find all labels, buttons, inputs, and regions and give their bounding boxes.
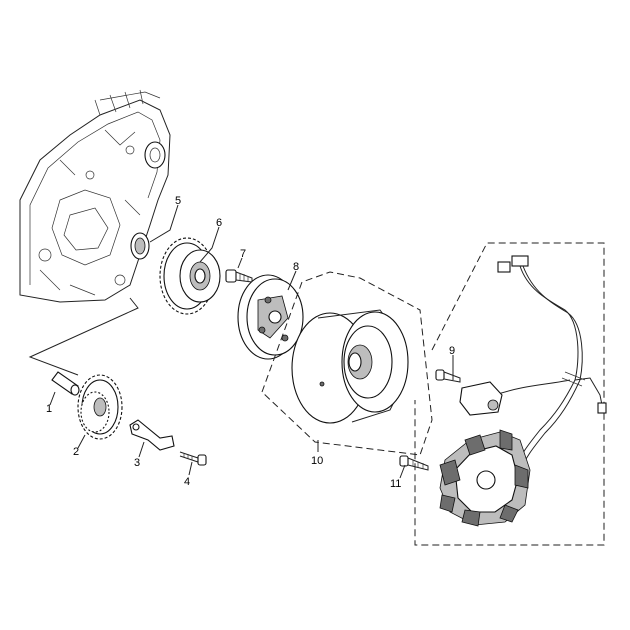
callout-3: 3 <box>134 457 140 469</box>
leader-lines <box>49 204 454 479</box>
stator-group-outline <box>414 242 605 546</box>
screw-11 <box>399 455 429 471</box>
callout-2: 2 <box>73 446 79 458</box>
gear-plate <box>129 419 175 451</box>
starter-clutch <box>237 274 304 360</box>
bolt-4 <box>179 451 207 466</box>
crankcase-housing <box>19 89 171 303</box>
callout-5: 5 <box>175 195 181 207</box>
callout-labels: 1 2 3 4 5 6 7 8 9 10 11 <box>46 195 455 490</box>
callout-8: 8 <box>293 261 299 273</box>
bolt-7 <box>225 269 253 283</box>
flywheel-rotor <box>291 309 409 424</box>
callout-4: 4 <box>184 476 190 488</box>
starter-driven-gear <box>159 237 221 315</box>
callout-7: 7 <box>240 248 246 260</box>
group-bracket-line <box>28 297 139 376</box>
callout-1: 1 <box>46 403 52 415</box>
callout-11: 11 <box>390 478 401 490</box>
oil-seal <box>130 232 150 260</box>
stator-coil <box>439 429 531 527</box>
rotor-group-outline <box>261 271 433 456</box>
callout-10: 10 <box>311 455 323 467</box>
dowel-pin <box>51 371 80 396</box>
screw-9 <box>435 369 461 383</box>
pulser-coil <box>459 381 503 416</box>
wiring-harness <box>494 255 607 473</box>
idle-gear <box>77 374 123 440</box>
callout-6: 6 <box>216 217 222 229</box>
callout-9: 9 <box>449 345 455 357</box>
